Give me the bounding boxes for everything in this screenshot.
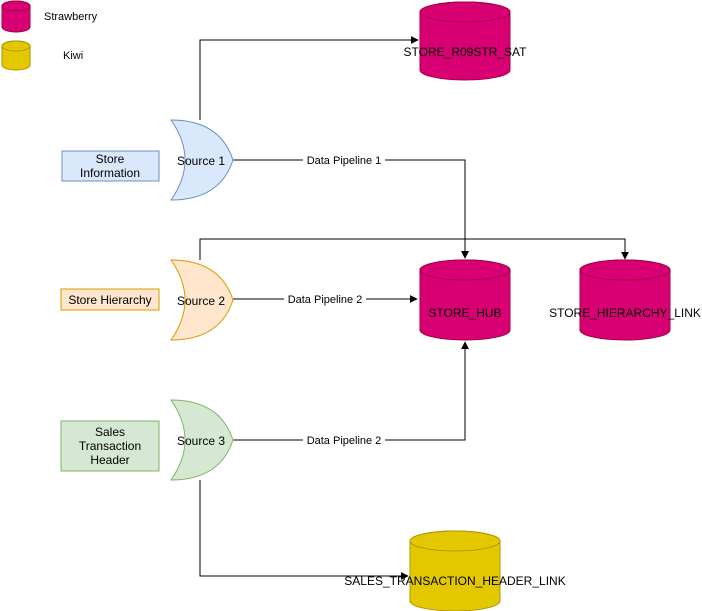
- edge-source1-to-sat: [199, 36, 419, 120]
- target-sales-transaction-header-link[interactable]: SALES_TRANSACTION_HEADER_LINK: [344, 530, 566, 611]
- svg-text:Information: Information: [80, 166, 140, 180]
- svg-text:Source 1: Source 1: [177, 154, 225, 168]
- svg-text:Data Pipeline 1: Data Pipeline 1: [307, 155, 382, 167]
- svg-text:Transaction: Transaction: [79, 439, 141, 453]
- edge-source2-to-hierarchy-link: [199, 238, 629, 260]
- edge-source1-to-hub: [233, 159, 469, 259]
- svg-text:STORE_HIERARCHY_LINK: STORE_HIERARCHY_LINK: [549, 306, 701, 320]
- legend-kiwi: Kiwi: [1, 40, 83, 71]
- target-store-hub[interactable]: STORE_HUB: [419, 259, 511, 341]
- edge-label-pipeline-2-source2: Data Pipeline 2: [284, 292, 366, 306]
- input-sales-transaction-header[interactable]: Sales Transaction Header: [60, 420, 160, 472]
- svg-text:Sales: Sales: [95, 425, 125, 439]
- target-store-sat[interactable]: STORE_R09STR_SAT: [404, 1, 528, 81]
- svg-text:Source 3: Source 3: [177, 434, 225, 448]
- input-store-information[interactable]: Store Information: [61, 150, 160, 182]
- svg-text:Data Pipeline 2: Data Pipeline 2: [307, 435, 382, 447]
- source-3[interactable]: Source 3: [170, 399, 234, 481]
- target-store-hierarchy-link[interactable]: STORE_HIERARCHY_LINK: [549, 259, 701, 341]
- edge-label-pipeline-2-source3: Data Pipeline 2: [303, 433, 385, 447]
- svg-text:Header: Header: [90, 453, 129, 467]
- edge-label-pipeline-1: Data Pipeline 1: [303, 153, 385, 167]
- svg-text:Source 2: Source 2: [177, 294, 225, 308]
- svg-text:Data Pipeline 2: Data Pipeline 2: [288, 294, 363, 306]
- svg-text:STORE_R09STR_SAT: STORE_R09STR_SAT: [404, 45, 528, 59]
- legend-kiwi-label: Kiwi: [63, 50, 83, 62]
- svg-text:Store: Store: [96, 152, 125, 166]
- svg-text:Store Hierarchy: Store Hierarchy: [68, 293, 151, 307]
- edge-source3-to-hub: [233, 341, 469, 441]
- legend-strawberry-label: Strawberry: [44, 11, 98, 23]
- legend-kiwi-cylinder: [1, 40, 31, 71]
- source-2[interactable]: Source 2: [170, 259, 234, 341]
- edge-source3-to-sales-link: [199, 480, 409, 580]
- svg-text:STORE_HUB: STORE_HUB: [428, 306, 501, 320]
- source-1[interactable]: Source 1: [170, 119, 234, 201]
- legend-strawberry-cylinder: [1, 0, 31, 33]
- legend-strawberry: Strawberry: [1, 0, 98, 33]
- svg-text:SALES_TRANSACTION_HEADER_LINK: SALES_TRANSACTION_HEADER_LINK: [344, 574, 565, 588]
- input-store-hierarchy[interactable]: Store Hierarchy: [60, 288, 160, 311]
